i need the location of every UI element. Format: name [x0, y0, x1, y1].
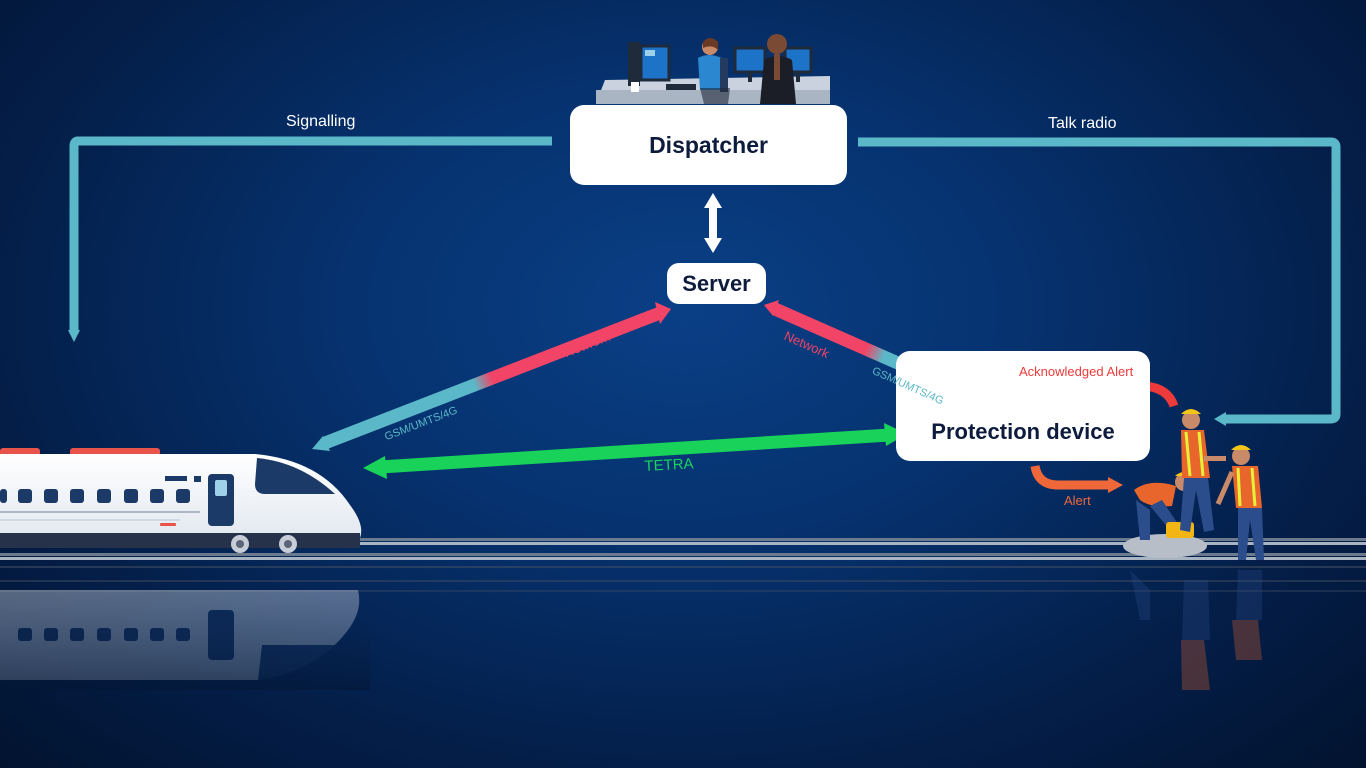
signalling-line — [68, 136, 552, 342]
dispatcher-illustration — [596, 34, 830, 104]
protection-device-node: Protection device — [896, 351, 1150, 461]
dispatcher-server-arrow — [704, 193, 722, 253]
signalling-label: Signalling — [286, 113, 356, 130]
alert-arrow — [1030, 465, 1123, 493]
talk-radio-label: Talk radio — [1048, 115, 1117, 132]
server-label: Server — [682, 270, 751, 296]
railway-track — [0, 538, 1366, 592]
server-node: Server — [667, 263, 766, 304]
train-illustration — [0, 448, 362, 553]
dispatcher-label: Dispatcher — [649, 131, 768, 158]
talk-radio-line — [858, 137, 1341, 426]
protection-device-label: Protection device — [931, 419, 1115, 444]
tetra-arrow — [363, 423, 907, 479]
acknowledged-alert-label: Acknowledged Alert — [1019, 364, 1134, 379]
train-server-network-arrow — [312, 302, 671, 451]
workers-illustration — [1123, 409, 1264, 560]
dispatcher-node: Dispatcher — [570, 105, 847, 185]
alert-label: Alert — [1064, 493, 1091, 508]
tetra-label: TETRA — [644, 455, 694, 475]
workers-reflection — [1130, 570, 1262, 690]
